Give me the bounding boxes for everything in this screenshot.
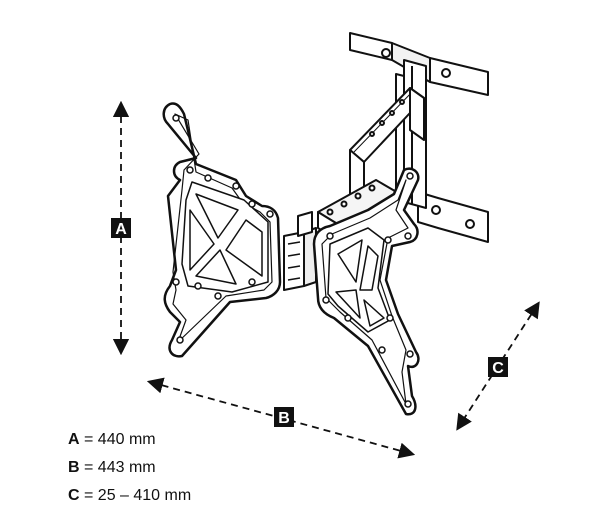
spec-key: B — [68, 459, 80, 476]
spec-separator: = — [79, 459, 98, 476]
dimension-tag-a: A — [111, 218, 131, 238]
spec-separator: = — [79, 431, 98, 448]
dimension-tag-c-label: C — [492, 360, 504, 377]
spec-value: 443 mm — [97, 459, 156, 476]
dimension-tag-c: C — [488, 357, 508, 377]
spec-value: 440 mm — [97, 431, 156, 448]
spec-line-b: B = 443 mm — [68, 454, 191, 482]
hinge-block — [283, 211, 317, 291]
spec-key: C — [68, 487, 80, 504]
wall-plate-lower — [417, 191, 489, 243]
vesa-plate-right — [312, 167, 420, 416]
spec-value: 25 – 410 mm — [97, 487, 192, 504]
dimension-tag-b-label: B — [278, 410, 290, 427]
spec-line-c: C = 25 – 410 mm — [68, 482, 191, 510]
dimension-specs: A = 440 mm B = 443 mm C = 25 – 410 mm — [68, 426, 191, 510]
dimension-tag-a-label: A — [115, 221, 127, 238]
dimension-tag-b: B — [274, 407, 294, 427]
spec-key: A — [68, 431, 80, 448]
spec-separator: = — [79, 487, 98, 504]
spec-line-a: A = 440 mm — [68, 426, 191, 454]
vesa-plate-left — [162, 102, 282, 358]
